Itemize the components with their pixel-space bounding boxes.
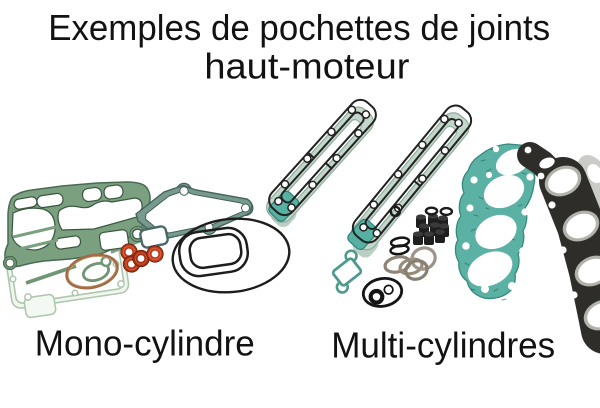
svg-text:Exemples de pochettes de joint: Exemples de pochettes de joints — [48, 7, 550, 48]
svg-text:Multi-cylindres: Multi-cylindres — [331, 325, 555, 366]
svg-text:Mono-cylindre: Mono-cylindre — [35, 322, 255, 363]
svg-text:haut-moteur: haut-moteur — [204, 45, 409, 86]
